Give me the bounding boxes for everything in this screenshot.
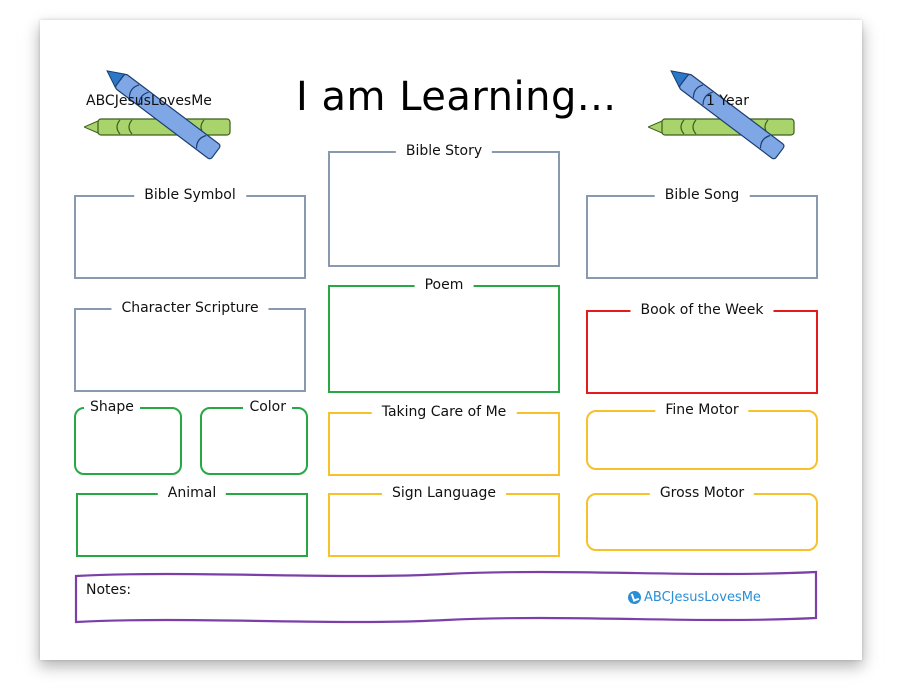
character-scripture-label: Character Scripture xyxy=(111,299,269,317)
shape-label: Shape xyxy=(84,398,140,416)
color-label: Color xyxy=(243,398,292,416)
bible-story-box[interactable]: Bible Story xyxy=(328,142,560,267)
notes-label: Notes: xyxy=(86,582,132,598)
brand-footer-text: ABCJesusLovesMe xyxy=(644,590,761,605)
brand-label: ABCJesusLovesMe xyxy=(86,93,212,109)
gross-motor-label: Gross Motor xyxy=(649,484,755,502)
bible-story-label: Bible Story xyxy=(395,142,493,160)
check-circle-icon xyxy=(628,591,641,604)
blue-crayon-icon xyxy=(670,70,785,160)
character-scripture-box[interactable]: Character Scripture xyxy=(74,299,306,392)
fine-motor-box[interactable]: Fine Motor xyxy=(586,401,818,470)
notes-box[interactable] xyxy=(72,568,820,628)
bible-song-box[interactable]: Bible Song xyxy=(586,186,818,279)
fine-motor-label: Fine Motor xyxy=(655,401,749,419)
color-box[interactable]: Color xyxy=(200,398,308,475)
gross-motor-box[interactable]: Gross Motor xyxy=(586,484,818,551)
sign-language-label: Sign Language xyxy=(381,484,507,502)
level-label: 1 Year xyxy=(706,93,749,109)
bible-song-label: Bible Song xyxy=(654,186,750,204)
blue-crayon-icon xyxy=(106,70,221,160)
crayons-left-icon xyxy=(84,70,231,160)
bible-symbol-box[interactable]: Bible Symbol xyxy=(74,186,306,279)
animal-box[interactable]: Animal xyxy=(76,484,308,557)
taking-care-label: Taking Care of Me xyxy=(371,403,517,421)
crayons-right-icon xyxy=(648,70,795,160)
taking-care-box[interactable]: Taking Care of Me xyxy=(328,403,560,476)
bible-symbol-label: Bible Symbol xyxy=(134,186,246,204)
poem-label: Poem xyxy=(414,276,474,294)
book-of-week-box[interactable]: Book of the Week xyxy=(586,301,818,394)
green-crayon-icon xyxy=(84,118,231,136)
book-of-week-label: Book of the Week xyxy=(630,301,774,319)
animal-label: Animal xyxy=(157,484,227,502)
page-title: I am Learning... xyxy=(296,74,617,120)
sign-language-box[interactable]: Sign Language xyxy=(328,484,560,557)
green-crayon-icon xyxy=(648,118,795,136)
poem-box[interactable]: Poem xyxy=(328,276,560,393)
shape-box[interactable]: Shape xyxy=(74,398,182,475)
brand-footer: ABCJesusLovesMe xyxy=(628,590,761,605)
